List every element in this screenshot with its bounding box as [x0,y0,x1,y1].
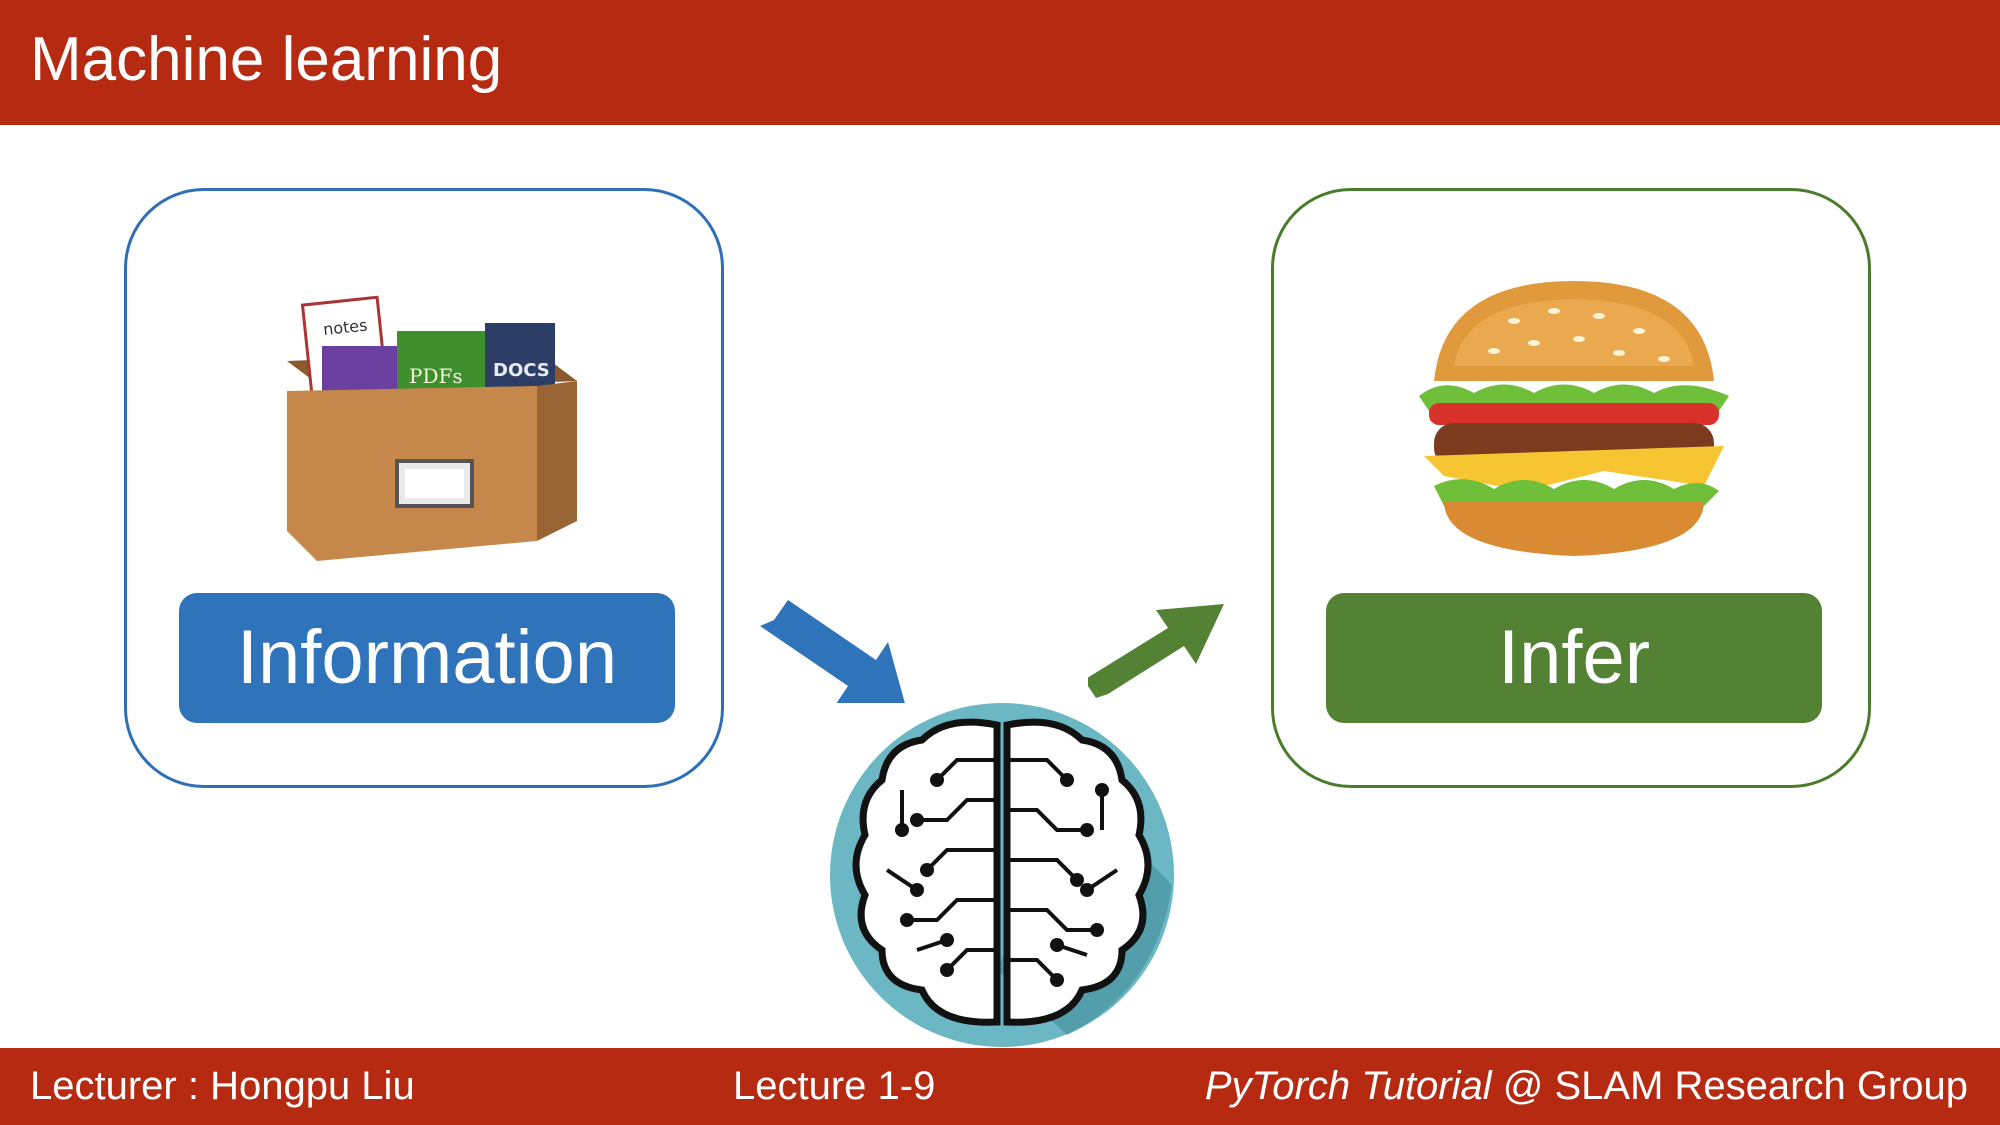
slide-title: Machine learning [30,25,503,94]
course-name: PyTorch Tutorial [1204,1064,1492,1108]
title-bar: Machine learning [0,0,2000,125]
group-name: @ SLAM Research Group [1491,1064,1968,1108]
arrow-up-right-icon [1088,604,1224,698]
arrow-down-right-icon [760,600,905,703]
docs-text: DOCS [493,360,550,381]
circuit-brain-icon [830,703,1174,1047]
lecturer-text: Lecturer : Hongpu Liu [30,1064,415,1108]
notes-text: notes [322,315,368,339]
course-group-text: PyTorch Tutorial @ SLAM Research Group [1205,1048,1968,1125]
information-card: notes PDFs DOCS Information [124,188,724,788]
information-label: Information [179,593,675,723]
file-box-icon: notes PDFs DOCS [287,295,577,561]
lecture-number: Lecture 1-9 [733,1064,936,1108]
infer-label: Infer [1326,593,1822,723]
burger-icon [1419,281,1729,556]
infer-card: Infer [1271,188,1871,788]
pdfs-text: PDFs [409,364,463,388]
footer-bar: Lecturer : Hongpu Liu Lecture 1-9 PyTorc… [0,1048,2000,1125]
